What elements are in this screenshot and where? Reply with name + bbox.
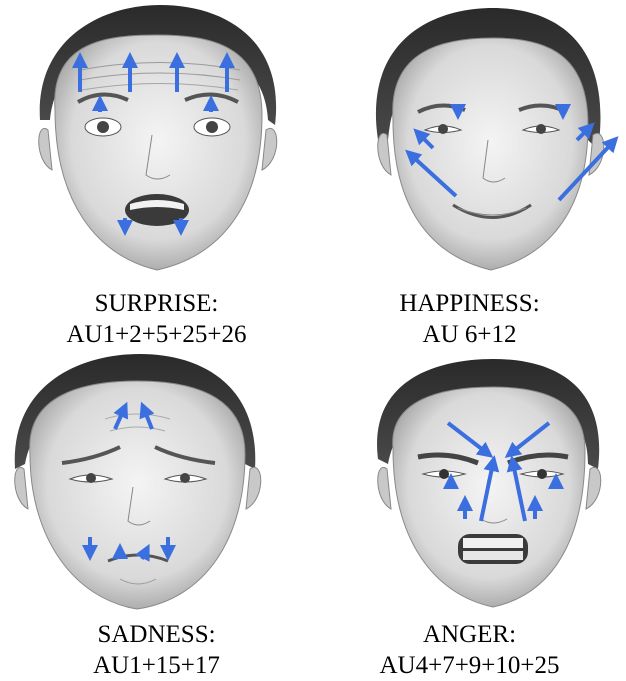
happiness-face-illustration	[313, 0, 626, 290]
panel-sadness: SADNESS: AU1+15+17	[0, 339, 313, 678]
sadness-caption: SADNESS: AU1+15+17	[0, 619, 313, 681]
surprise-face-illustration	[0, 0, 313, 290]
sadness-label: SADNESS:	[0, 619, 313, 650]
happiness-label: HAPPINESS:	[313, 288, 626, 319]
sadness-au-code: AU1+15+17	[0, 650, 313, 681]
anger-label: ANGER:	[313, 619, 626, 650]
panel-anger: ANGER: AU4+7+9+10+25	[313, 339, 626, 678]
anger-caption: ANGER: AU4+7+9+10+25	[313, 619, 626, 681]
panel-surprise: SURPRISE: AU1+2+5+25+26	[0, 0, 313, 339]
surprise-label: SURPRISE:	[0, 288, 313, 319]
panel-happiness: HAPPINESS: AU 6+12	[313, 0, 626, 339]
anger-au-code: AU4+7+9+10+25	[313, 650, 626, 681]
sadness-face-illustration	[0, 339, 313, 629]
anger-face-illustration	[313, 339, 626, 629]
